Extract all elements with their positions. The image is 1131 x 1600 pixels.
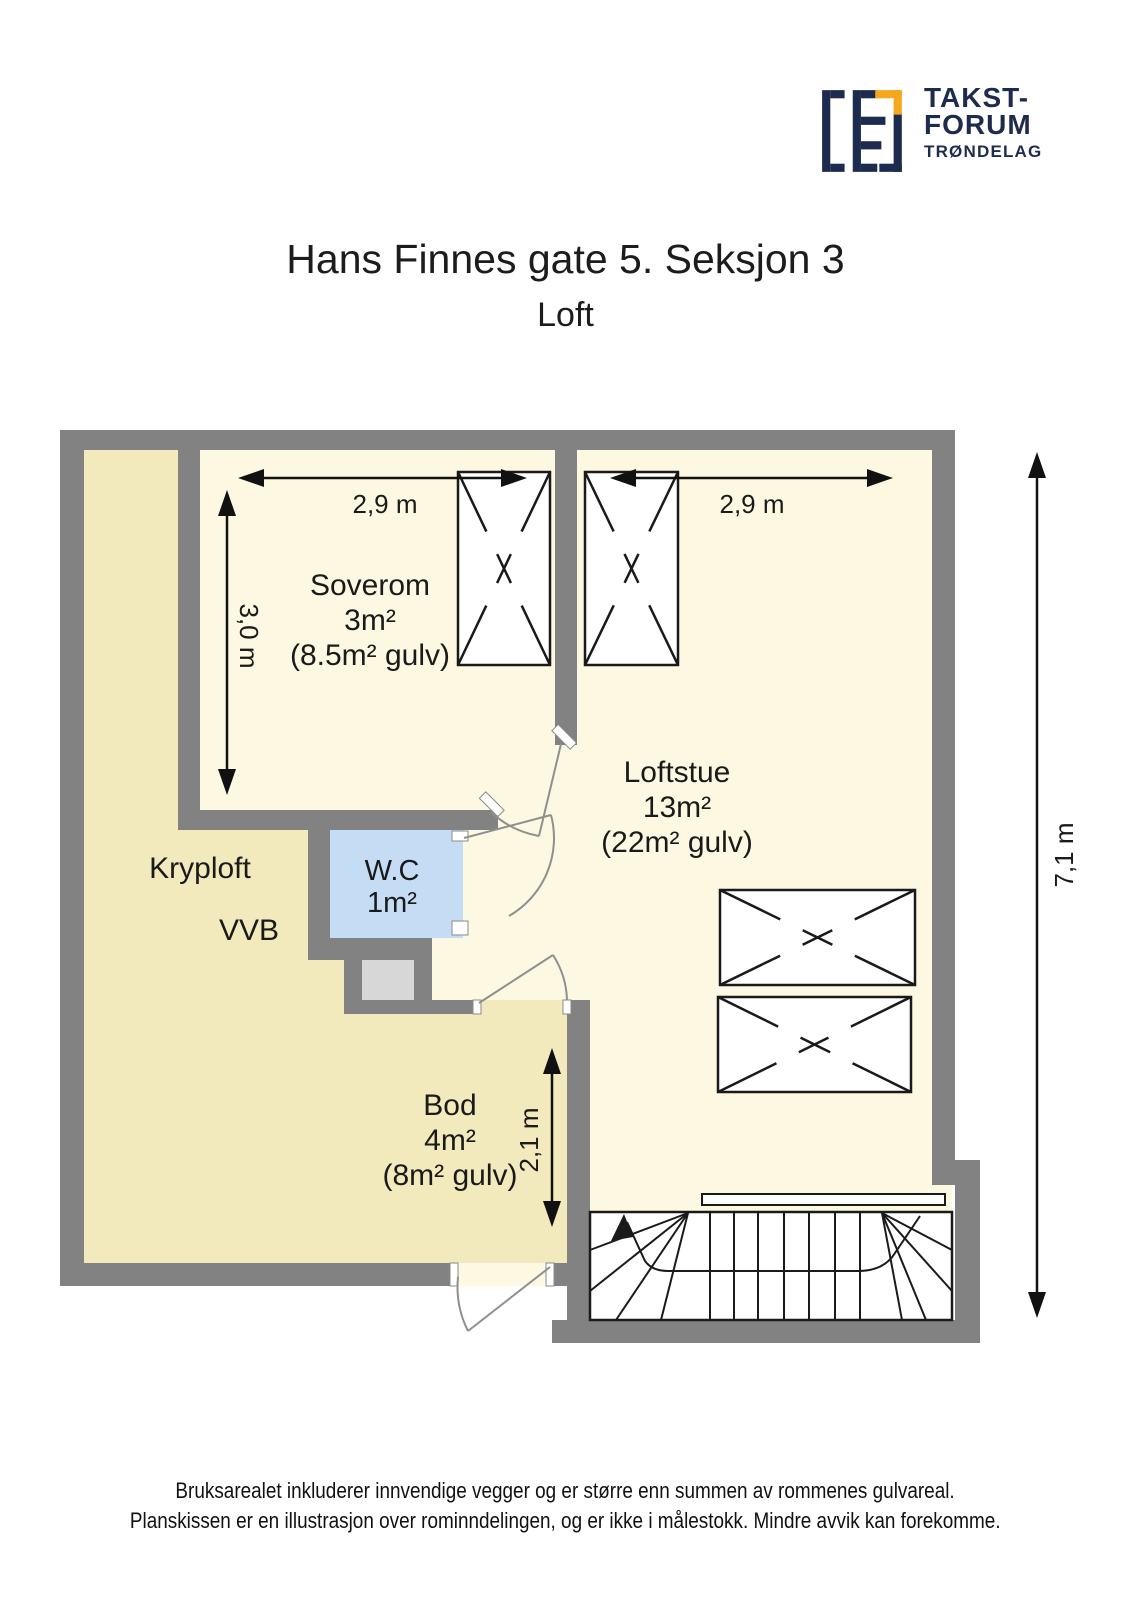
bod-door-arc	[552, 954, 568, 1001]
wall-niche-left	[344, 952, 362, 1014]
door-post	[449, 1262, 459, 1287]
door-post	[562, 999, 572, 1015]
door-post	[472, 999, 482, 1015]
door-post	[478, 791, 505, 818]
dim-label-loftstue-width: 2,9 m	[719, 489, 784, 519]
dim-soverom-depth	[218, 490, 236, 795]
wc-door-leaf	[463, 814, 552, 839]
wall-left	[60, 430, 84, 1286]
wall-bod-divider	[567, 1000, 590, 1343]
label-soverom-area: 3m²	[344, 604, 396, 637]
floor-wc	[330, 830, 463, 938]
entry-door-leaf	[467, 1266, 551, 1332]
stair-handrail	[701, 1193, 946, 1206]
door-posts	[449, 723, 578, 1287]
wc-door-arc	[508, 814, 556, 917]
wall-right	[932, 430, 955, 1185]
wall-soverom-bottom	[178, 810, 498, 830]
logo-line1: TAKST-	[924, 82, 1030, 113]
label-loftstue-area: 13m²	[643, 791, 711, 824]
logo: TAKST- FORUM TRØNDELAG	[818, 84, 1042, 178]
soverom-door-leaf	[538, 743, 562, 837]
label-bod-area: 4m²	[424, 1124, 476, 1157]
label-wc-area: 1m²	[367, 887, 417, 919]
label-bod-name: Bod	[423, 1089, 476, 1122]
logo-line2: FORUM	[924, 109, 1032, 140]
footer-line-1-text: Bruksarealet inkluderer innvendige vegge…	[175, 1478, 956, 1503]
skylight-loftstue-right-1	[718, 888, 917, 987]
stair-outline	[588, 1210, 954, 1322]
wall-stair-right	[955, 1160, 980, 1343]
footer-line-2: Planskissen er en illustrasjon over romi…	[0, 1508, 1131, 1534]
door-post	[545, 1262, 555, 1287]
bod-door-gap-floor	[481, 1000, 563, 1014]
walls	[60, 430, 980, 1343]
dim-bod-depth	[543, 1048, 561, 1227]
wall-top	[60, 430, 955, 450]
footer-line-1: Bruksarealet inkluderer innvendige vegge…	[0, 1478, 1131, 1504]
doors	[456, 743, 568, 1332]
entry-door-gap-floor	[458, 1263, 546, 1286]
door-post	[451, 920, 469, 936]
door-post	[551, 723, 578, 750]
skylights	[456, 470, 917, 1094]
footer-line-2-text: Planskissen er en illustrasjon over romi…	[130, 1508, 1001, 1533]
page-subtitle: Loft	[537, 296, 594, 334]
logo-line3: TRØNDELAG	[924, 142, 1043, 161]
wall-bottom-mid	[554, 1263, 568, 1286]
door-post	[451, 830, 469, 842]
skylight-loftstue-right-2	[716, 995, 913, 1094]
wall-kryploft-divider	[178, 450, 200, 830]
entry-door-arc	[456, 1276, 469, 1332]
room-labels: Soverom 3m² (8.5m² gulv) Loftstue 13m² (…	[149, 569, 753, 1192]
wall-soverom-divider	[555, 450, 577, 745]
page-title: Hans Finnes gate 5. Seksjon 3	[286, 236, 845, 282]
label-bod-floor: (8m² gulv)	[382, 1159, 517, 1192]
dimension-labels: 2,9 m 2,9 m 3,0 m 2,1 m 7,1 m	[234, 489, 1079, 1173]
label-soverom-floor: (8.5m² gulv)	[290, 639, 450, 672]
dim-label-soverom-depth: 3,0 m	[234, 603, 264, 668]
soverom-door-arc	[490, 811, 540, 837]
vvb-unit	[362, 952, 414, 1002]
label-wc-name: W.C	[365, 855, 420, 887]
label-loftstue-floor: (22m² gulv)	[601, 826, 753, 859]
skylight-loftstue-top	[583, 470, 680, 667]
label-loftstue-name: Loftstue	[624, 756, 731, 789]
wall-wc-left	[308, 830, 330, 960]
dim-label-soverom-width: 2,9 m	[352, 489, 417, 519]
wall-bottom-left	[60, 1263, 450, 1286]
dim-soverom-width	[238, 469, 527, 487]
label-vvb: VVB	[219, 914, 279, 947]
floor-kryploft-bod	[84, 450, 567, 1263]
label-kryploft: Kryploft	[149, 852, 251, 885]
staircase	[588, 1193, 954, 1322]
wall-niche-right	[414, 952, 432, 1002]
wall-stair-bottom	[552, 1320, 980, 1343]
stair-walkline	[626, 1215, 921, 1272]
wall-niche-bottom	[344, 1000, 478, 1014]
wall-wc-bottom	[308, 938, 432, 960]
dim-label-bod-depth: 2,1 m	[514, 1107, 544, 1172]
floors	[84, 450, 952, 1320]
takstforum-logo-icon	[822, 90, 902, 172]
dimensions	[218, 452, 1046, 1318]
skylight-soverom	[456, 470, 552, 667]
dim-label-total-depth: 7,1 m	[1049, 822, 1079, 887]
stair-direction-arrow	[611, 1214, 633, 1241]
logo-text: TAKST- FORUM TRØNDELAG	[924, 82, 1043, 161]
stair-treads	[589, 1212, 953, 1321]
bod-door-leaf	[478, 954, 554, 1004]
dim-total-depth	[1028, 452, 1046, 1318]
label-soverom-name: Soverom	[310, 569, 430, 602]
dim-loftstue-width	[610, 469, 893, 487]
